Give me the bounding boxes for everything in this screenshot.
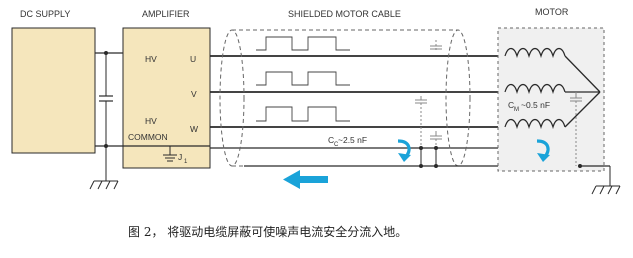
phase-v-label: V — [191, 89, 197, 99]
j1-ground-symbol — [163, 146, 177, 162]
hv-top-label: HV — [145, 54, 157, 64]
dc-supply-box — [11, 27, 96, 154]
j1-subscript: 1 — [184, 159, 188, 165]
phase-u-label: U — [190, 54, 196, 64]
return-arrow-shaft — [300, 176, 328, 183]
j1-label: J — [178, 152, 182, 162]
phase-w-label: W — [190, 124, 198, 134]
amplifier-box — [122, 27, 211, 169]
figure-caption: 图 2， 将驱动电缆屏蔽可使噪声电流安全分流入地。 — [128, 224, 407, 239]
cm-subscript: M — [514, 107, 519, 113]
ground-symbol — [89, 146, 119, 190]
cc-value: ~2.5 nF — [338, 135, 367, 145]
dc-supply-title: DC SUPPLY — [20, 9, 70, 19]
motor-capacitor — [570, 92, 582, 166]
noise-current-arrowhead — [398, 153, 411, 162]
cc-label: C — [328, 135, 334, 145]
amplifier-title: AMPLIFIER — [142, 9, 190, 19]
motor-windings — [504, 47, 566, 130]
cm-label: C — [508, 100, 514, 110]
cable-title: SHIELDED MOTOR CABLE — [288, 9, 401, 19]
hv-bottom-label: HV — [145, 116, 157, 126]
cm-value: ~0.5 nF — [521, 100, 550, 110]
cable-capacitors — [415, 40, 442, 148]
motor-title: MOTOR — [535, 7, 569, 17]
dc-bus-capacitor — [99, 53, 113, 146]
pwm-waveforms — [256, 36, 350, 122]
return-arrow-head — [283, 170, 300, 189]
cc-subscript: C — [334, 142, 339, 148]
common-label: COMMON — [128, 132, 168, 142]
star-point — [564, 55, 601, 128]
motor-noise-current-arrowhead — [537, 153, 550, 162]
motor-ground-symbol — [580, 165, 621, 195]
